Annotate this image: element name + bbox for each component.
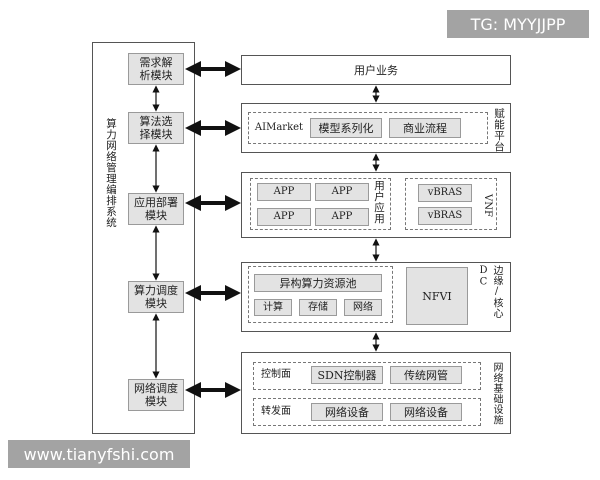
network-device-box-1: 网络设备 <box>311 403 383 421</box>
orchestration-system-panel <box>92 42 195 434</box>
control-plane-group <box>253 362 481 390</box>
module-algorithm-selection: 算法选择模块 <box>128 112 184 144</box>
vbras-box-2: vBRAS <box>418 207 472 225</box>
traditional-nms-box: 传统网管 <box>390 366 462 384</box>
pool-network-box: 网络 <box>344 299 382 316</box>
forward-plane-group <box>253 398 481 426</box>
user-business-box: 用户业务 <box>241 55 511 85</box>
control-plane-label: 控制面 <box>261 369 291 380</box>
forward-plane-label: 转发面 <box>261 406 291 417</box>
watermark-top-bg <box>447 10 589 38</box>
empower-platform-inner <box>248 112 488 144</box>
pool-compute-box: 计算 <box>254 299 292 316</box>
module-compute-scheduling: 算力调度模块 <box>128 281 184 313</box>
model-serialization-box: 模型系列化 <box>310 118 382 138</box>
module-app-deployment: 应用部署模块 <box>128 193 184 225</box>
user-app-group <box>250 178 391 230</box>
module-demand-analysis: 需求解析模块 <box>128 53 184 85</box>
compute-pool-title: 异构算力资源池 <box>254 274 382 292</box>
vnf-label: VNF <box>482 194 493 217</box>
empower-platform-label: 赋能平台 <box>493 108 505 152</box>
business-process-box: 商业流程 <box>389 118 461 138</box>
watermark-top-text: TG: MYYJJPP <box>470 14 566 34</box>
watermark-bottom-text: www.tianyfshi.com <box>23 444 175 464</box>
pool-storage-box: 存储 <box>299 299 337 316</box>
dc-layer-label: 边缘/核心DC <box>478 265 502 319</box>
aimarket-label: AIMarket <box>254 122 304 133</box>
orchestration-system-title: 算力网络管理编排系统 <box>105 118 117 228</box>
app-box-3: APP <box>257 208 311 226</box>
app-box-1: APP <box>257 183 311 201</box>
watermark-bottom-bg <box>8 440 190 468</box>
user-app-label: 用户应用 <box>373 180 385 224</box>
vbras-box-1: vBRAS <box>418 184 472 202</box>
nfvi-box: NFVI <box>406 267 468 325</box>
compute-pool-group <box>248 266 393 323</box>
vnf-group <box>405 178 497 230</box>
module-network-scheduling: 网络调度模块 <box>128 379 184 411</box>
app-box-4: APP <box>315 208 369 226</box>
network-device-box-2: 网络设备 <box>390 403 462 421</box>
sdn-controller-box: SDN控制器 <box>311 366 383 384</box>
network-infra-label: 网络基础设施 <box>491 362 502 425</box>
app-box-2: APP <box>315 183 369 201</box>
